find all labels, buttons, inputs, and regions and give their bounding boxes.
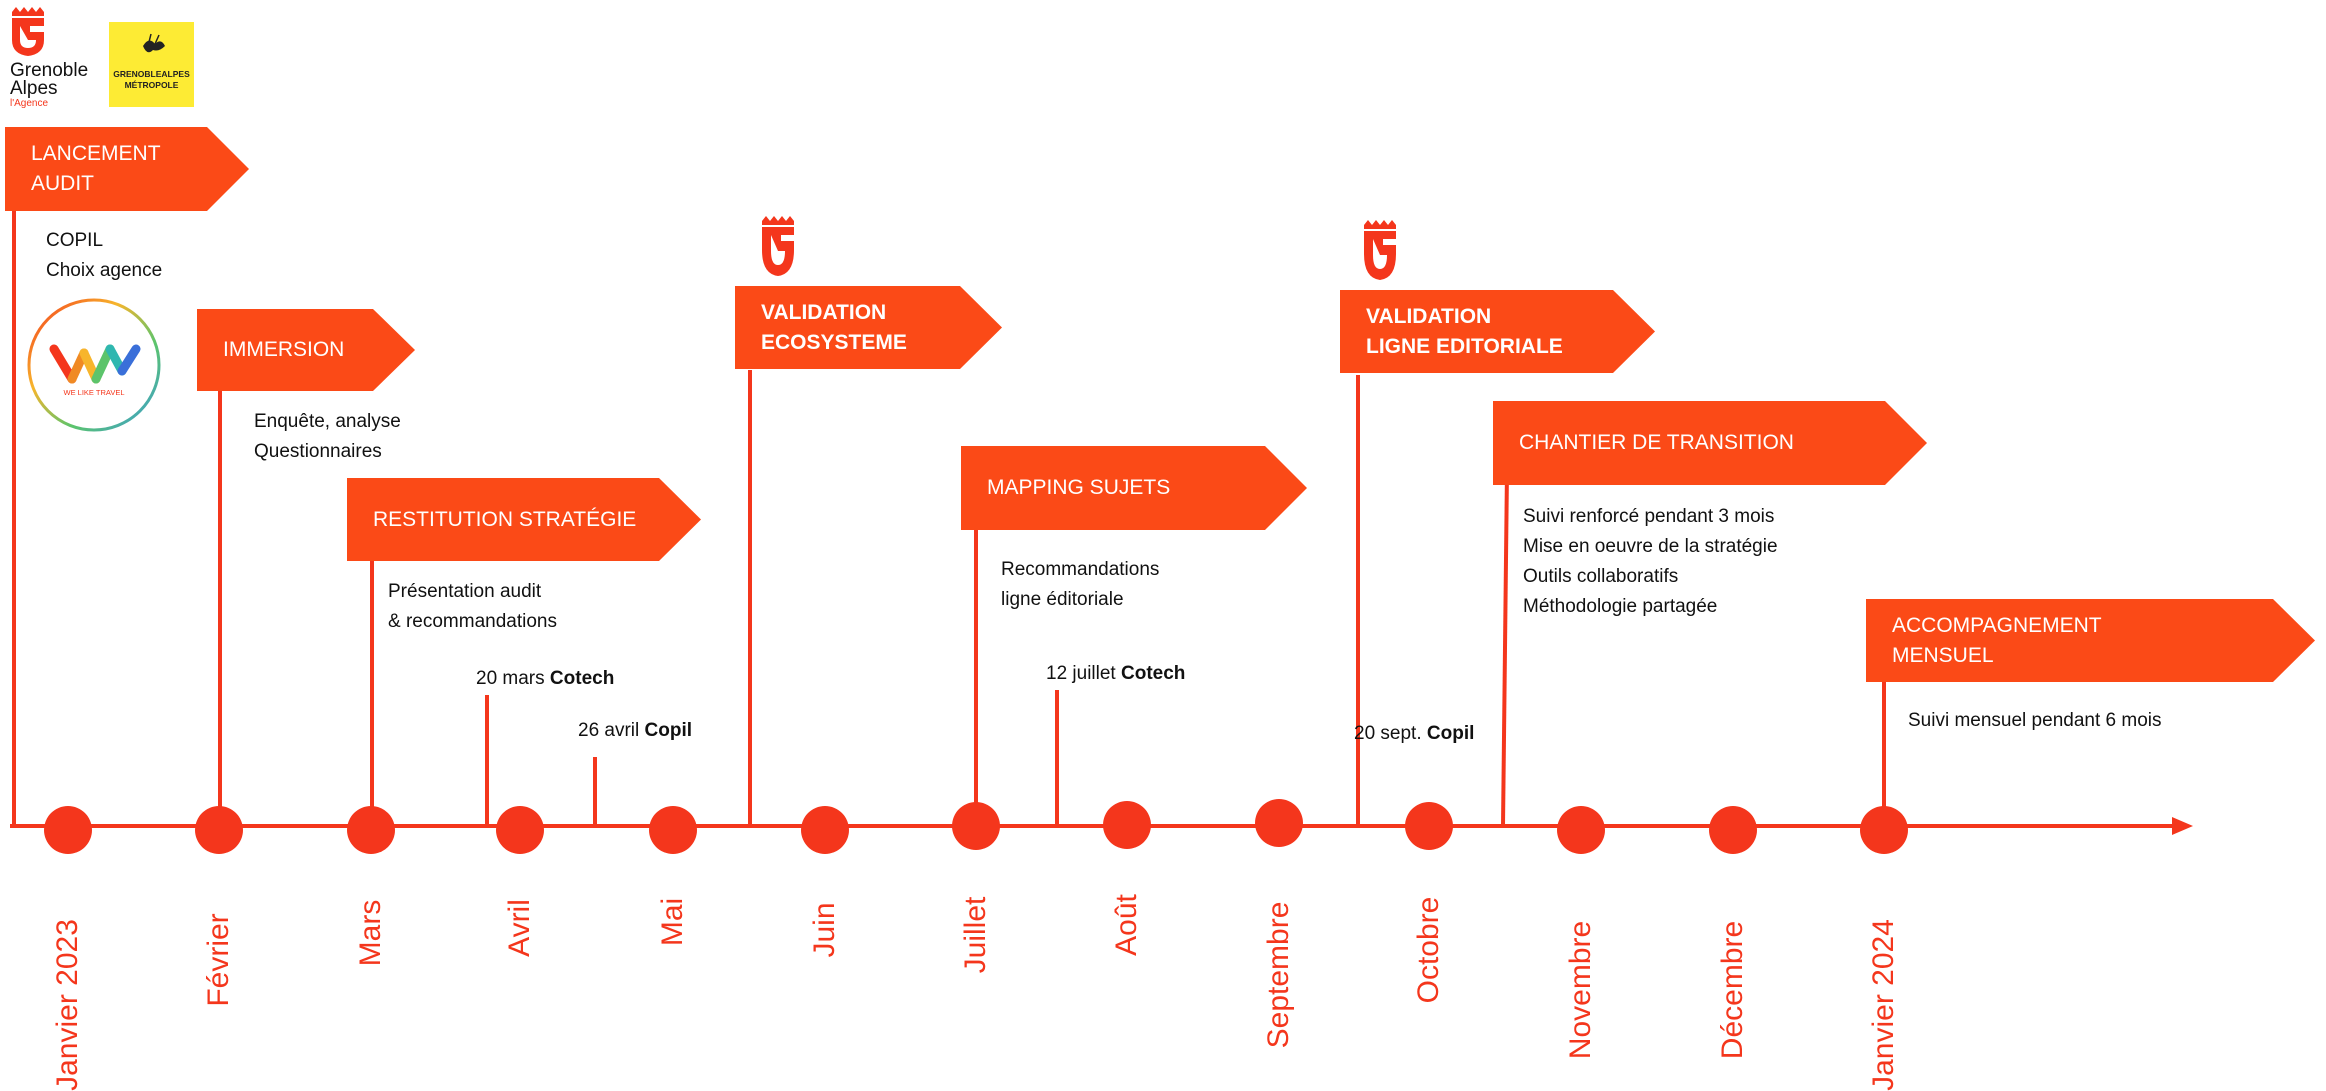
svg-text:Alpes: Alpes — [10, 78, 58, 99]
note-mapping: Recommandations ligne éditoriale — [1001, 555, 1159, 615]
phase-line: MENSUEL — [1892, 643, 1994, 667]
note-line: Méthodologie partagée — [1523, 596, 1718, 617]
note-line: Présentation audit — [388, 581, 542, 602]
note-line: Recommandations — [1001, 559, 1160, 580]
phase-validation-ecosysteme: VALIDATION ECOSYSTEME — [735, 286, 1002, 369]
agency-mark-icon — [1364, 220, 1396, 280]
month-label: Janvier 2024 — [1867, 919, 1900, 1091]
timeline-arrowhead — [2172, 817, 2193, 835]
phase-accompagnement-mensuel: ACCOMPAGNEMENT MENSUEL — [1866, 599, 2315, 682]
month-label: Juillet — [959, 896, 992, 974]
milestone-label: Copil — [1426, 723, 1475, 744]
note-line: Suivi renforcé pendant 3 mois — [1523, 506, 1775, 527]
connector-chantier — [1501, 469, 1509, 827]
milestone-date: 12 juillet — [1046, 663, 1116, 684]
milestone-date: 26 avril — [578, 720, 640, 741]
phase-line: VALIDATION — [761, 300, 887, 324]
phase-line: CHANTIER DE TRANSITION — [1519, 431, 1794, 454]
milestone-label: Cotech — [1121, 663, 1186, 684]
milestone-cotech-juillet: 12 juillet Cotech — [1046, 663, 1185, 685]
svg-text:GRENOBLEALPES: GRENOBLEALPES — [113, 69, 190, 79]
svg-text:WE LIKE TRAVEL: WE LIKE TRAVEL — [64, 388, 125, 397]
phase-lancement-audit: LANCEMENT AUDIT — [5, 127, 249, 211]
month-dot — [952, 802, 1000, 850]
note-chantier: Suivi renforcé pendant 3 mois Mise en oe… — [1523, 502, 1778, 622]
month-dot — [801, 806, 849, 854]
milestone-label: Copil — [644, 720, 693, 741]
month-label: Juin — [808, 902, 841, 958]
month-label: Avril — [503, 899, 536, 957]
note-line: Mise en oeuvre de la stratégie — [1523, 536, 1778, 557]
phase-line: IMMERSION — [223, 338, 345, 361]
phase-immersion: IMMERSION — [197, 309, 415, 391]
note-line: Choix agence — [46, 260, 163, 281]
phase-line: AUDIT — [31, 172, 94, 195]
note-lancement: COPIL Choix agence — [46, 226, 162, 286]
month-dot — [347, 806, 395, 854]
phase-line: MAPPING SUJETS — [987, 476, 1171, 499]
month-dot — [1405, 802, 1453, 850]
phase-line: VALIDATION — [1366, 304, 1492, 328]
month-dot — [1709, 806, 1757, 854]
month-label: Novembre — [1564, 920, 1597, 1060]
phase-line: ECOSYSTEME — [761, 330, 907, 354]
note-line: Outils collaboratifs — [1523, 566, 1679, 587]
phase-line: LIGNE EDITORIALE — [1366, 334, 1563, 358]
month-dot — [1103, 801, 1151, 849]
milestone-date: 20 mars — [476, 668, 545, 689]
phase-line: LANCEMENT — [31, 142, 161, 165]
milestone-cotech-mars: 20 mars Cotech — [476, 668, 614, 690]
month-label: Mai — [656, 897, 689, 947]
svg-text:MÉTROPOLE: MÉTROPOLE — [125, 80, 179, 90]
agency-mark-icon — [762, 216, 794, 276]
svg-text:Grenoble: Grenoble — [10, 60, 88, 81]
milestone-copil-avril: 26 avril Copil — [578, 720, 692, 742]
note-line: ligne éditoriale — [1001, 589, 1124, 610]
note-line: & recommandations — [388, 611, 557, 632]
note-accompagnement: Suivi mensuel pendant 6 mois — [1908, 706, 2161, 736]
month-label: Septembre — [1262, 901, 1295, 1049]
month-label: Août — [1110, 894, 1143, 956]
month-dot — [1860, 806, 1908, 854]
note-line: COPIL — [46, 230, 104, 251]
month-label: Janvier 2023 — [51, 919, 84, 1091]
note-line: Suivi mensuel pendant 6 mois — [1908, 710, 2162, 731]
note-immersion: Enquête, analyse Questionnaires — [254, 407, 401, 467]
month-label: Décembre — [1716, 920, 1749, 1060]
phase-chantier-de-transition: CHANTIER DE TRANSITION — [1493, 401, 1927, 485]
month-dot — [496, 806, 544, 854]
metropole-logo: GRENOBLEALPES MÉTROPOLE — [109, 22, 194, 107]
month-dot — [1255, 799, 1303, 847]
month-label: Octobre — [1412, 896, 1445, 1004]
svg-text:l'Agence: l'Agence — [10, 98, 48, 108]
month-label: Février — [202, 913, 235, 1007]
milestone-label: Cotech — [549, 668, 615, 689]
phase-mapping-sujets: MAPPING SUJETS — [961, 446, 1307, 530]
phase-line: ACCOMPAGNEMENT — [1892, 613, 2102, 637]
month-dot — [195, 806, 243, 854]
month-dot — [44, 806, 92, 854]
phase-line: RESTITUTION STRATÉGIE — [373, 507, 637, 531]
note-restitution: Présentation audit & recommandations — [388, 577, 557, 637]
phase-validation-ligne-editoriale: VALIDATION LIGNE EDITORIALE — [1340, 290, 1655, 373]
month-label: Mars — [354, 899, 387, 967]
we-like-travel-logo: WE LIKE TRAVEL — [27, 298, 161, 432]
grenoble-agency-logo: Grenoble Alpes l'Agence — [10, 7, 88, 108]
month-dot — [1557, 806, 1605, 854]
note-line: Questionnaires — [254, 441, 382, 462]
note-line: Enquête, analyse — [254, 411, 401, 432]
milestone-copil-sept: 20 sept. Copil — [1354, 723, 1474, 745]
phase-restitution-strategie: RESTITUTION STRATÉGIE — [347, 478, 701, 561]
month-dot — [649, 806, 697, 854]
milestone-date: 20 sept. — [1354, 723, 1422, 744]
